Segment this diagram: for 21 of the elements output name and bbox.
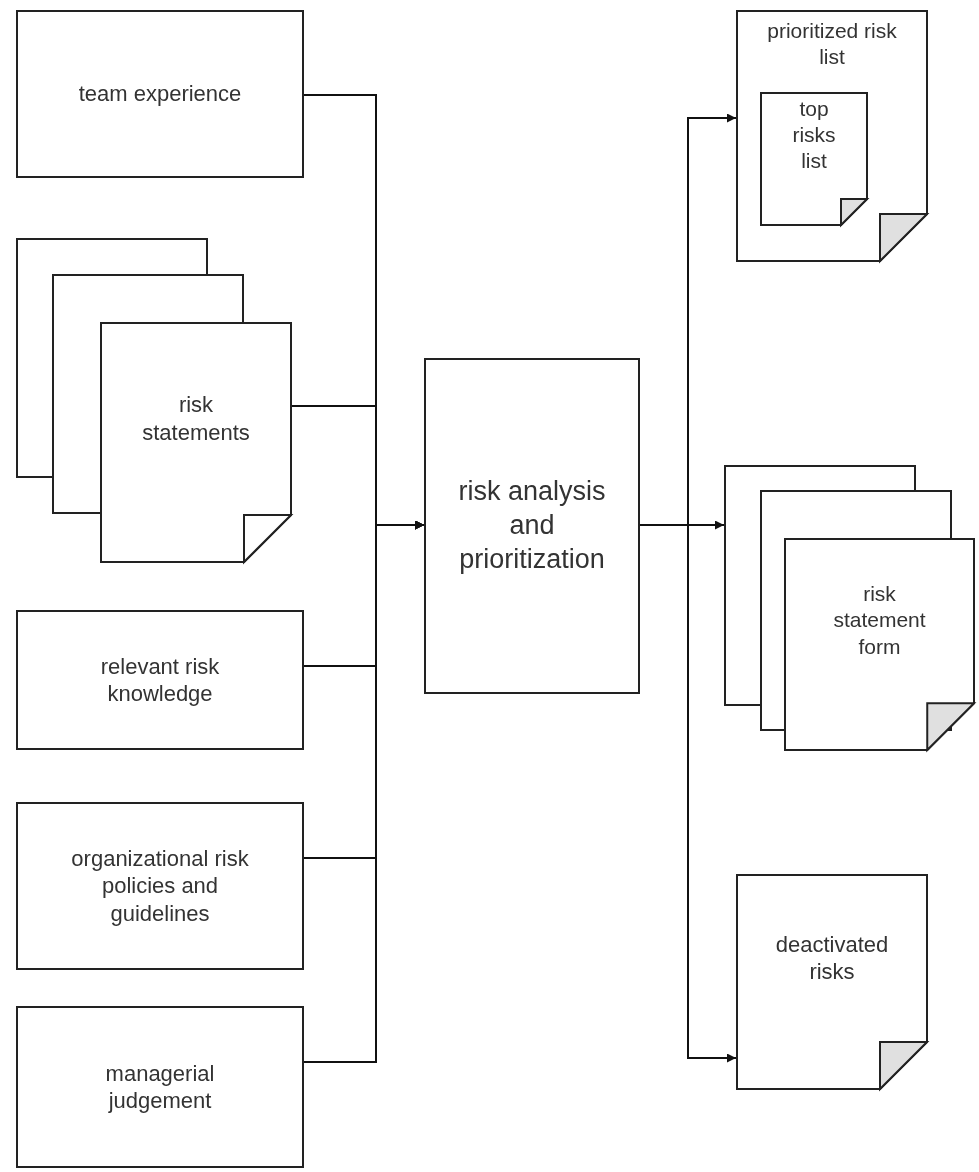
process-box <box>16 1006 304 1168</box>
node-label: managerial judgement <box>104 1059 216 1115</box>
node-label: deactivated risks <box>774 930 890 986</box>
node-label: organizational risk policies and guidelines <box>70 844 250 928</box>
document-stack <box>16 238 292 563</box>
node-label: risk statement form <box>832 581 927 660</box>
process-box <box>16 10 304 178</box>
node-label: relevant risk knowledge <box>99 652 221 708</box>
node-label: prioritized risk list <box>766 18 898 71</box>
node-label: risk analysis and prioritization <box>457 475 607 576</box>
document-shape <box>760 92 868 226</box>
node-label: team experience <box>78 80 242 108</box>
node-label: risk statements <box>141 391 251 446</box>
process-box <box>424 358 640 694</box>
process-box <box>16 802 304 970</box>
node-label: top risks list <box>791 95 837 175</box>
document-shape <box>736 874 928 1090</box>
document-shape <box>736 10 928 262</box>
process-box <box>16 610 304 750</box>
document-stack <box>724 465 975 751</box>
connector-arrow <box>303 520 425 1063</box>
